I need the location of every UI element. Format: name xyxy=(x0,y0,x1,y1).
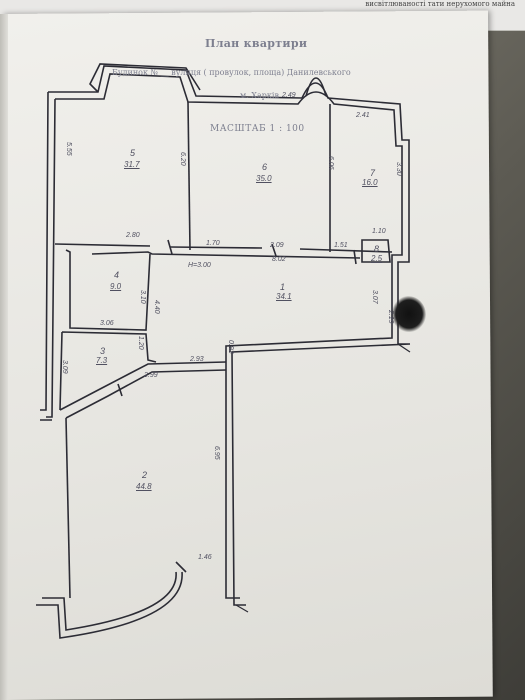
underlying-document-header: висвітлюваності тати нерухомого майна xyxy=(365,0,515,8)
dimension-label: 3.07 xyxy=(371,290,378,304)
room-2-area: 44.8 xyxy=(136,482,152,491)
room-6-number: 6 xyxy=(262,162,268,172)
wall-lines xyxy=(36,63,411,639)
room-4-number: 4 xyxy=(114,270,120,280)
dimension-label: 3.30 xyxy=(395,162,402,176)
room-8-area: 2.5 xyxy=(371,254,383,263)
dimension-label: 0.93 xyxy=(227,340,234,354)
dimension-label: 3.10 xyxy=(139,290,146,304)
dimension-label: 1.20 xyxy=(137,336,144,350)
dimension-label: 1.51 xyxy=(334,242,348,249)
wall-corridor-south xyxy=(91,251,361,259)
wall-room2-left xyxy=(65,417,71,599)
ceiling-height: H=3.00 xyxy=(188,262,211,269)
room-8-number: 8 xyxy=(374,244,380,254)
dimension-label: 2.09 xyxy=(270,242,284,249)
dimension-label: 6.20 xyxy=(179,152,186,166)
dimension-label: 6.06 xyxy=(327,156,334,170)
plan-address: Будинок № __ вулиця ( провулок, площа) Д… xyxy=(112,68,351,77)
plan-title: План квартири xyxy=(205,37,308,50)
plan-city: м. Харків xyxy=(240,91,279,100)
dimension-label: 6.95 xyxy=(213,446,220,460)
room-1-number: 1 xyxy=(280,282,286,292)
dimension-label: 1.70 xyxy=(206,240,220,247)
wall-end-mark xyxy=(397,343,411,353)
outer-wall-outer-line xyxy=(36,65,411,639)
dimension-label: 2.93 xyxy=(190,356,204,363)
sheet-binding-edge xyxy=(0,14,8,700)
dimension-label: 5.55 xyxy=(65,142,72,156)
plan-scale: МАСШТАБ 1 : 100 xyxy=(210,124,305,134)
room-7-area: 16.0 xyxy=(362,178,378,187)
room-3-area: 7.3 xyxy=(96,356,108,365)
room-2-number: 2 xyxy=(142,470,148,480)
room-1-area: 34.1 xyxy=(276,292,292,301)
dimension-label: 2.49 xyxy=(282,92,296,99)
dimension-label: 4.40 xyxy=(153,300,160,314)
wall-room3 xyxy=(59,331,157,411)
dimension-label: 3.06 xyxy=(100,320,114,327)
dimension-label: 2.99 xyxy=(144,372,158,379)
room-7-number: 7 xyxy=(370,168,376,178)
outer-wall-inner-line xyxy=(42,73,403,631)
dimension-label: 8.02 xyxy=(272,256,286,263)
dimension-label: 2.80 xyxy=(126,232,140,239)
wall-corridor-north xyxy=(54,243,393,253)
dimension-label: 3.09 xyxy=(61,360,68,374)
wall-room4 xyxy=(65,249,151,331)
wall-room5-room6 xyxy=(187,101,191,251)
room-5-number: 5 xyxy=(130,148,136,158)
room-4-area: 9.0 xyxy=(110,282,122,291)
dimension-label: 2.41 xyxy=(356,112,370,119)
wall-room8 xyxy=(361,239,391,263)
bay-window xyxy=(89,63,201,93)
room-3-number: 3 xyxy=(100,346,106,356)
dimension-label: 1.46 xyxy=(198,554,212,561)
room-6-area: 35.0 xyxy=(256,174,272,183)
room-5-area: 31.7 xyxy=(124,160,140,169)
dimension-label: 1.10 xyxy=(372,228,386,235)
ink-stain xyxy=(392,296,426,332)
wall-hall-diagonal xyxy=(59,361,227,411)
